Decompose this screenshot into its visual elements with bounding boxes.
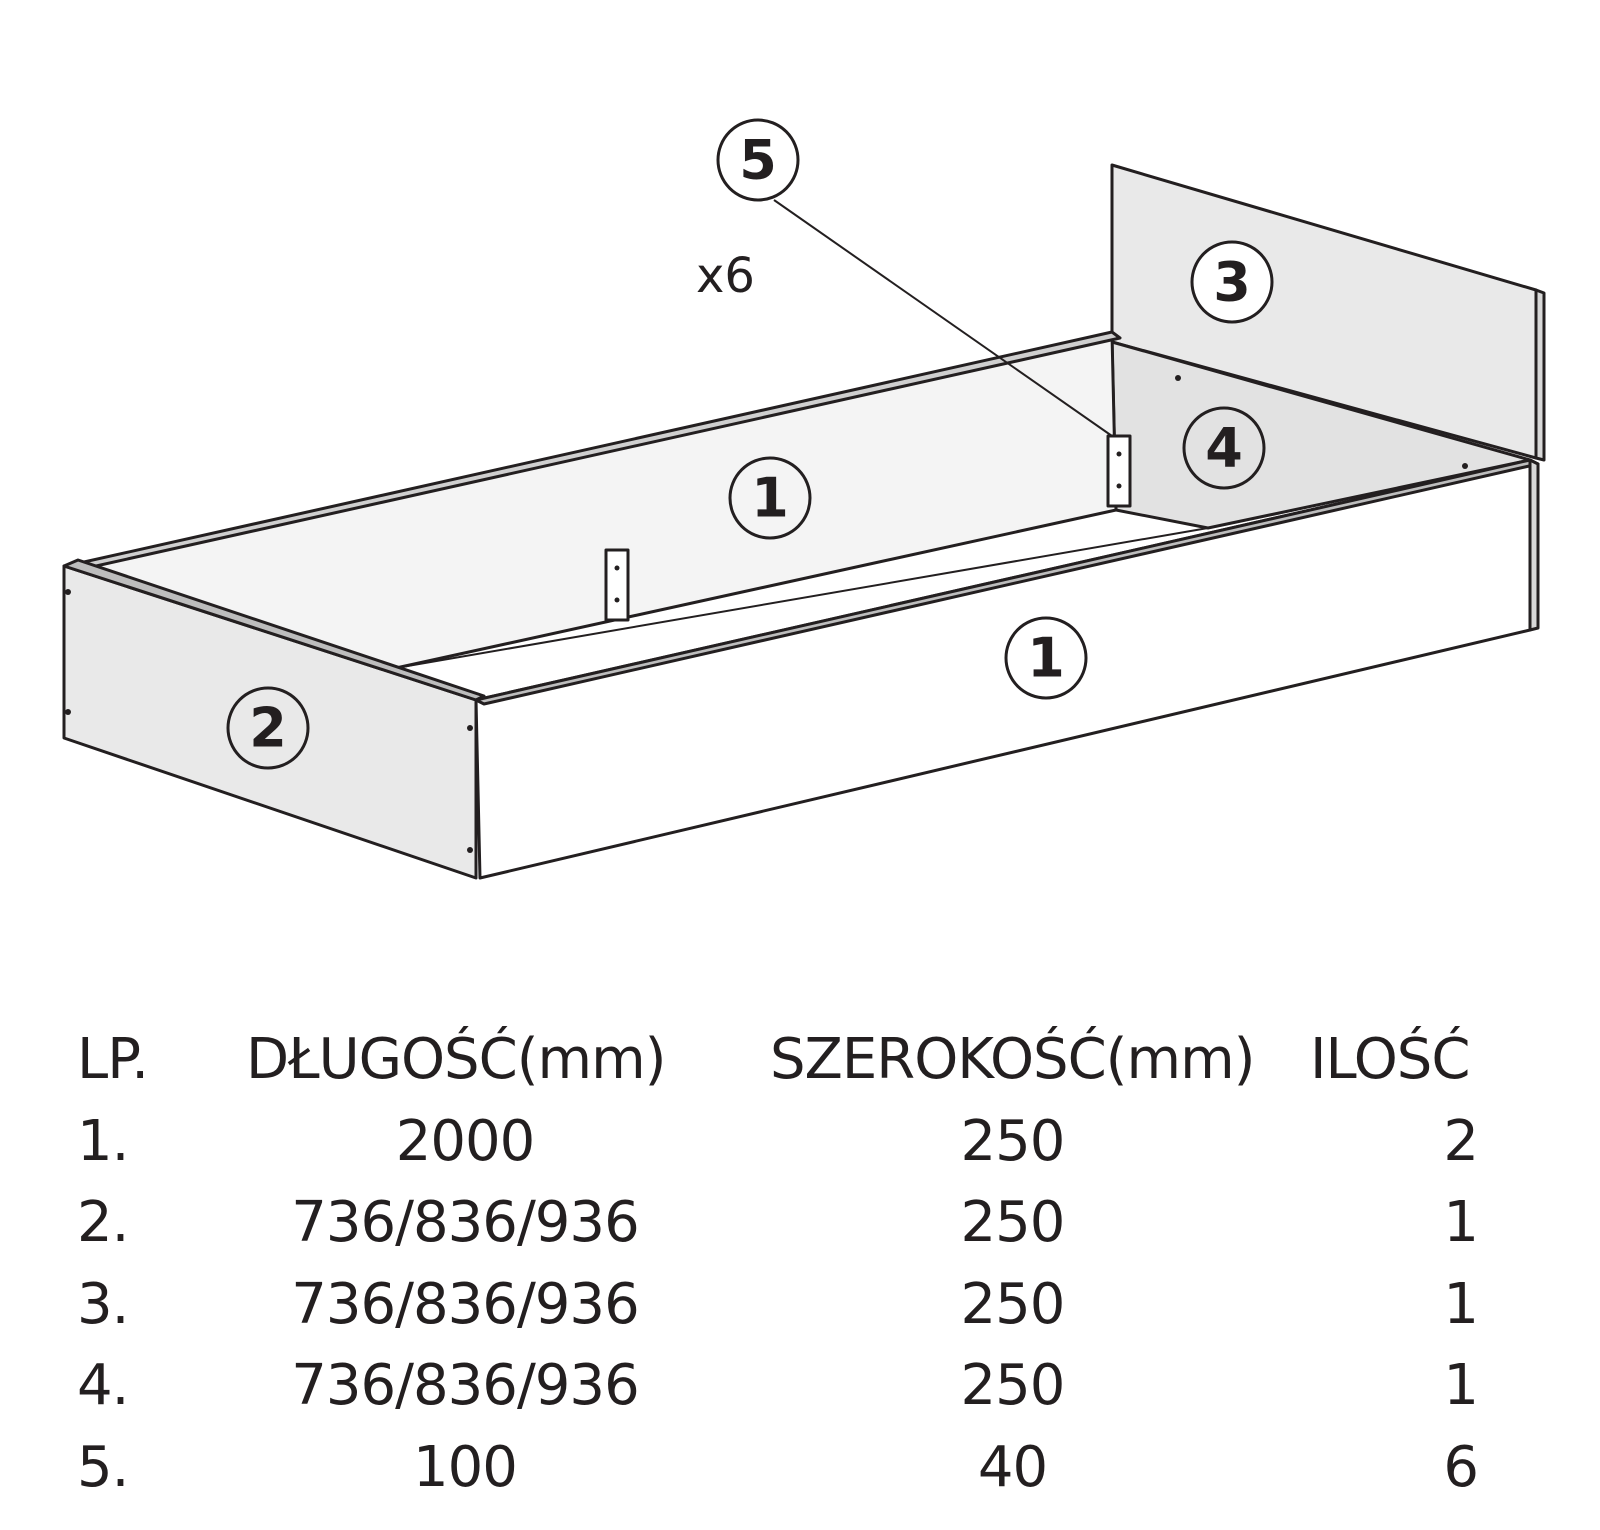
screw-dot [65,709,71,715]
table-row-4-lp: 4. [77,1353,129,1418]
callout-label-2: 2 [249,697,287,760]
table-row-2-width: 250 [960,1190,1066,1255]
leader-line-5 [773,199,1113,437]
callout-label-3: 3 [1213,251,1251,314]
screw-dot [1462,463,1468,469]
table-row-4-qty: 1 [1443,1353,1479,1418]
callout-circle-1-back [728,456,812,540]
screw-dot [614,597,620,603]
callout-circle-1-front [1004,616,1088,700]
header-qty: ILOŚĆ [1310,1027,1470,1092]
screw-dot [467,725,473,731]
table-row-4-width: 250 [960,1353,1066,1418]
callout-circle-4 [1182,406,1266,490]
screw-dot [1116,483,1122,489]
table-row-3-length: 736/836/936 [291,1272,639,1337]
table-row-2-lp: 2. [77,1190,129,1255]
callout-circle-2 [226,686,310,770]
callout-label-1-back: 1 [751,467,789,530]
callout-label-4: 4 [1205,417,1243,480]
table-row-2-qty: 1 [1443,1190,1479,1255]
headboard-edge [1534,288,1546,462]
table-row-1-lp: 1. [77,1109,129,1174]
inner-floor-edge [395,527,1209,669]
bed-frame-diagram: 5 3 4 1 1 2 x6 [62,118,1546,880]
screw-dot [65,589,71,595]
screw-dot [1116,451,1122,457]
foot-panel-top [62,558,486,702]
table-row-5-qty: 6 [1443,1435,1479,1500]
callout-label-5: 5 [739,129,777,192]
table-row-3-width: 250 [960,1272,1066,1337]
screw-dot [467,847,473,853]
support-block-right [1106,434,1132,508]
quantity-note: x6 [696,248,755,304]
table-row-5-width: 40 [977,1435,1048,1500]
header-lp: LP. [77,1027,149,1092]
header-length: DŁUGOŚĆ(mm) [246,1027,666,1092]
table-row-5-lp: 5. [77,1435,129,1500]
header-width: SZEROKOŚĆ(mm) [770,1027,1255,1092]
callout-circle-3 [1190,240,1274,324]
table-row-5-length: 100 [413,1435,518,1500]
table-row-1-length: 2000 [395,1109,536,1174]
table-row-3-lp: 3. [77,1272,129,1337]
table-row-1-width: 250 [960,1109,1066,1174]
table-row-1-qty: 2 [1443,1109,1479,1174]
screw-dot [1175,375,1181,381]
table-row-2-length: 736/836/936 [291,1190,639,1255]
front-right-edge [1528,458,1540,632]
callout-label-1-front: 1 [1027,627,1065,690]
table-row-4-length: 736/836/936 [291,1353,639,1418]
support-block-left [604,548,630,622]
table-row-3-qty: 1 [1443,1272,1479,1337]
screw-dot [614,565,620,571]
callout-circle-5 [716,118,800,202]
